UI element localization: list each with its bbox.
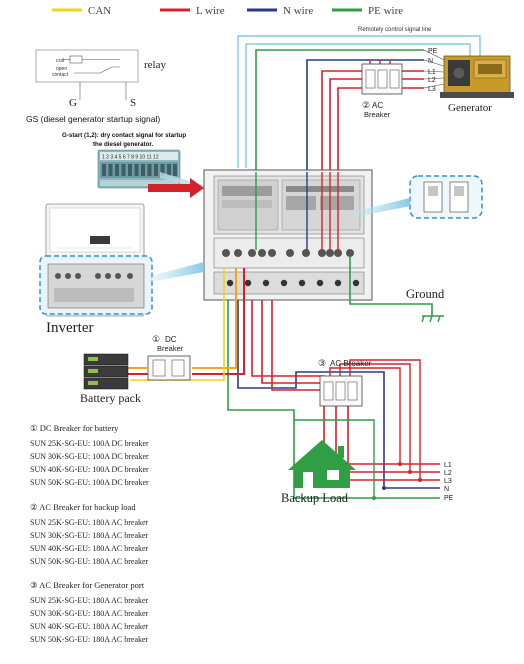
red-arrow-icon bbox=[148, 178, 204, 198]
inverter-detail bbox=[203, 169, 373, 301]
ground-label: Ground bbox=[406, 287, 445, 301]
load-terminal-pe: PE bbox=[444, 495, 454, 502]
note-2-title: ② AC Breaker for backup load bbox=[30, 502, 136, 512]
breaker-closeup-frame bbox=[409, 175, 483, 219]
inverter-small: Inverter bbox=[39, 203, 204, 336]
house-icon bbox=[288, 440, 356, 488]
legend-label-can: CAN bbox=[88, 5, 111, 17]
load-terminal-l2: L2 bbox=[444, 470, 452, 477]
gstart-pin-numbers: 1 2 3 4 5 6 7 8 9 10 11 12 bbox=[102, 155, 159, 161]
backup-load-label: Backup Load bbox=[281, 491, 349, 505]
battery-module-1 bbox=[83, 353, 129, 366]
relay-contact-label: contact bbox=[52, 72, 69, 78]
ac-breaker-3-label: AC Breaker bbox=[330, 359, 372, 368]
ground-connection: Ground bbox=[349, 256, 445, 323]
note-2-item-1: SUN 25K-SG-EU: 180A AC breaker bbox=[30, 518, 149, 527]
notes: ① DC Breaker for battery SUN 25K-SG-EU: … bbox=[30, 423, 149, 644]
relay-block: coil open contact relay G S GS (diesel g… bbox=[26, 49, 166, 124]
inverter-label: Inverter bbox=[46, 320, 93, 336]
relay-contact-symbol bbox=[74, 66, 120, 74]
red-arrow bbox=[148, 178, 204, 198]
legend-label-l-wire: L wire bbox=[196, 5, 225, 17]
ac-breaker-2-number: ② bbox=[362, 100, 370, 110]
note-3-item-2: SUN 30K-SG-EU: 180A AC breaker bbox=[30, 609, 149, 618]
dc-breaker-1: ① DC Breaker bbox=[128, 334, 191, 381]
load-terminal-l3: L3 bbox=[444, 478, 452, 485]
gen-terminal-n: N bbox=[428, 58, 433, 65]
note-1-title: ① DC Breaker for battery bbox=[30, 423, 119, 433]
ac-breaker-3-number: ③ bbox=[318, 358, 326, 368]
remote-signal-line: Remotely control signal line bbox=[237, 27, 481, 168]
note-3-item-1: SUN 25K-SG-EU: 180A AC breaker bbox=[30, 596, 149, 605]
relay-title: relay bbox=[144, 59, 166, 71]
inverter-gen-drops bbox=[255, 172, 339, 250]
gen-terminal-l2: L2 bbox=[428, 77, 436, 84]
ac-breaker-2-label-line1: AC bbox=[372, 101, 383, 110]
note-2-item-2: SUN 30K-SG-EU: 180A AC breaker bbox=[30, 531, 149, 540]
note-1-item-1: SUN 25K-SG-EU: 100A DC breaker bbox=[30, 439, 149, 448]
battery-pack-label: Battery pack bbox=[80, 391, 141, 405]
remote-signal-label: Remotely control signal line bbox=[358, 27, 432, 33]
ac-breaker-2-label-line2: Breaker bbox=[364, 110, 391, 119]
relay-box bbox=[35, 49, 139, 83]
legend: CAN L wire N wire PE wire bbox=[52, 5, 403, 17]
ground-icon bbox=[421, 315, 444, 323]
battery-module-2 bbox=[83, 365, 129, 378]
battery-module-3 bbox=[83, 377, 129, 390]
legend-label-n-wire: N wire bbox=[283, 5, 313, 17]
gstart-terminal: G-start (1,2): dry contact signal for st… bbox=[62, 132, 206, 190]
legend-label-pe-wire: PE wire bbox=[368, 5, 403, 17]
gstart-caption-line1: G-start (1,2): dry contact signal for st… bbox=[62, 132, 186, 139]
note-1-item-3: SUN 40K-SG-EU: 100A DC breaker bbox=[30, 465, 149, 474]
note-3-item-3: SUN 40K-SG-EU: 180A AC breaker bbox=[30, 622, 149, 631]
ac-breaker-3: ③ AC Breaker bbox=[318, 358, 372, 407]
ac-breaker-2: ② AC Breaker bbox=[361, 63, 403, 119]
battery-pack: Battery pack bbox=[80, 353, 141, 405]
note-1-item-4: SUN 50K-SG-EU: 100A DC breaker bbox=[30, 478, 149, 487]
inverter-arrow bbox=[150, 262, 204, 282]
gstart-pins bbox=[102, 164, 177, 176]
note-3-item-4: SUN 50K-SG-EU: 180A AC breaker bbox=[30, 635, 149, 644]
dc-breaker-label-line2: Breaker bbox=[157, 344, 184, 353]
inverter-display bbox=[90, 236, 110, 244]
backup-load-house: Backup Load bbox=[281, 440, 356, 505]
closeup-arrow bbox=[352, 198, 410, 218]
breaker-closeup bbox=[352, 175, 483, 219]
dc-breaker-label-line1: DC bbox=[165, 335, 177, 344]
relay-terminal-s: S bbox=[130, 97, 136, 109]
generator-label: Generator bbox=[448, 102, 492, 114]
load-terminal-l1: L1 bbox=[444, 462, 452, 469]
gen-terminal-pe: PE bbox=[428, 48, 438, 55]
note-1-item-2: SUN 30K-SG-EU: 100A DC breaker bbox=[30, 452, 149, 461]
relay-coil-label: coil bbox=[56, 58, 64, 64]
generator: Generator PE N L1 L2 L3 bbox=[423, 48, 514, 114]
dc-breaker-number: ① bbox=[152, 334, 160, 344]
note-2-item-3: SUN 40K-SG-EU: 180A AC breaker bbox=[30, 544, 149, 553]
note-3-title: ③ AC Breaker for Generator port bbox=[30, 580, 145, 590]
gstart-caption-line2: the diesel generator. bbox=[93, 141, 153, 148]
load-terminal-n: N bbox=[444, 486, 449, 493]
relay-open-label: open bbox=[56, 66, 67, 72]
backup-load-terminals: L1 L2 L3 N PE bbox=[372, 462, 454, 502]
note-2-item-4: SUN 50K-SG-EU: 180A AC breaker bbox=[30, 557, 149, 566]
gen-terminal-l3: L3 bbox=[428, 86, 436, 93]
gs-signal-caption: GS (diesel generator startup signal) bbox=[26, 114, 160, 124]
gen-terminal-l1: L1 bbox=[428, 69, 436, 76]
relay-terminal-g: G bbox=[69, 97, 77, 109]
